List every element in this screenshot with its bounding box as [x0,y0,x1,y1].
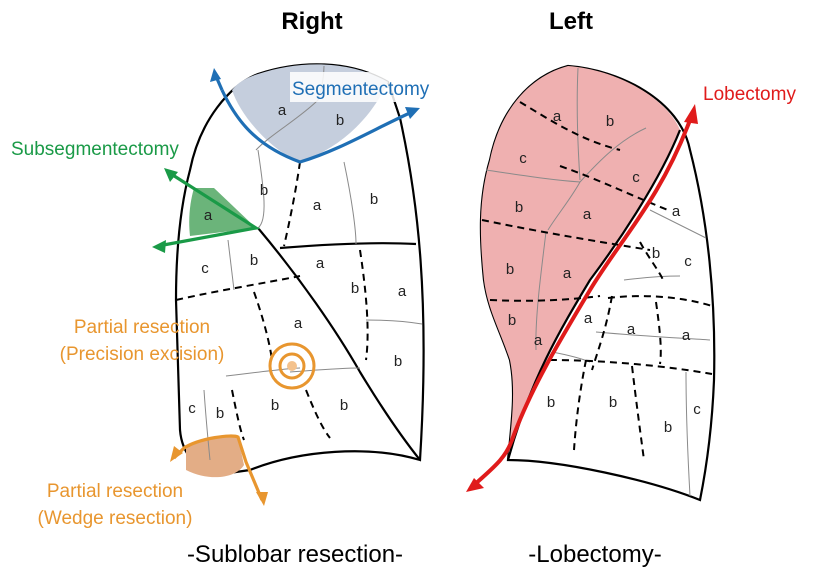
segment-label: a [313,197,322,214]
segment-label: a [294,315,303,332]
right-horizontal-fissure [279,242,417,250]
segment-label: a [563,265,572,282]
lobectomy-region [480,66,680,460]
segment-label: b [652,245,660,262]
segment-label: b [271,397,279,414]
left-segment-labels: a b c c b a a b a b c b a a a a b b b c [506,108,701,436]
segment-label: a [534,332,543,349]
segment-label: c [201,260,209,277]
wedge-resection-label-line2: (Wedge resection) [38,508,193,529]
segment-label: b [336,112,344,129]
segment-label: b [547,394,555,411]
lobectomy-caption: -Lobectomy- [528,541,661,568]
segment-label: b [351,280,359,297]
right-lung [152,63,425,506]
right-segment-labels: a b b a b a c b a b a a b c b b b [188,102,407,422]
segment-label: c [632,169,640,186]
sublobar-caption: -Sublobar resection- [187,541,403,568]
segment-label: b [370,191,378,208]
segment-label: a [278,102,287,119]
segmentectomy-label: Segmentectomy [292,79,430,100]
segment-label: c [519,150,527,167]
segment-label: c [188,400,196,417]
right-lung-title: Right [281,8,342,35]
subsegmentectomy-label: Subsegmentectomy [11,139,179,160]
segment-label: c [693,401,701,418]
segment-label: a [316,255,325,272]
segment-label: b [250,252,258,269]
subsegmentectomy-region [189,188,256,236]
segment-label: c [684,253,692,270]
left-lung [466,64,716,502]
right-oblique-fissure [257,227,421,461]
left-lung-title: Left [549,8,593,35]
segment-label: b [216,405,224,422]
segment-label: b [394,353,402,370]
segment-label: a [583,206,592,223]
wedge-resection-region [186,436,244,478]
segmentectomy-label-bg [290,72,468,102]
segment-label: a [553,108,562,125]
precision-excision-label-line2: (Precision excision) [60,344,225,365]
segment-label: b [260,182,268,199]
segment-label: b [609,394,617,411]
segment-label: b [664,419,672,436]
lobectomy-label: Lobectomy [703,84,796,105]
segment-label: a [682,327,691,344]
precision-excision-label-line1: Partial resection [74,317,210,338]
segment-label: b [506,261,514,278]
segment-label: a [204,207,213,224]
segment-label: a [672,203,681,220]
segment-label: b [606,113,614,130]
segment-label: a [398,283,407,300]
segment-label: a [584,310,593,327]
segment-label: b [515,199,523,216]
segment-label: b [508,312,516,329]
wedge-resection-label-line1: Partial resection [47,481,183,502]
segment-label: a [627,321,636,338]
segment-label: b [340,397,348,414]
